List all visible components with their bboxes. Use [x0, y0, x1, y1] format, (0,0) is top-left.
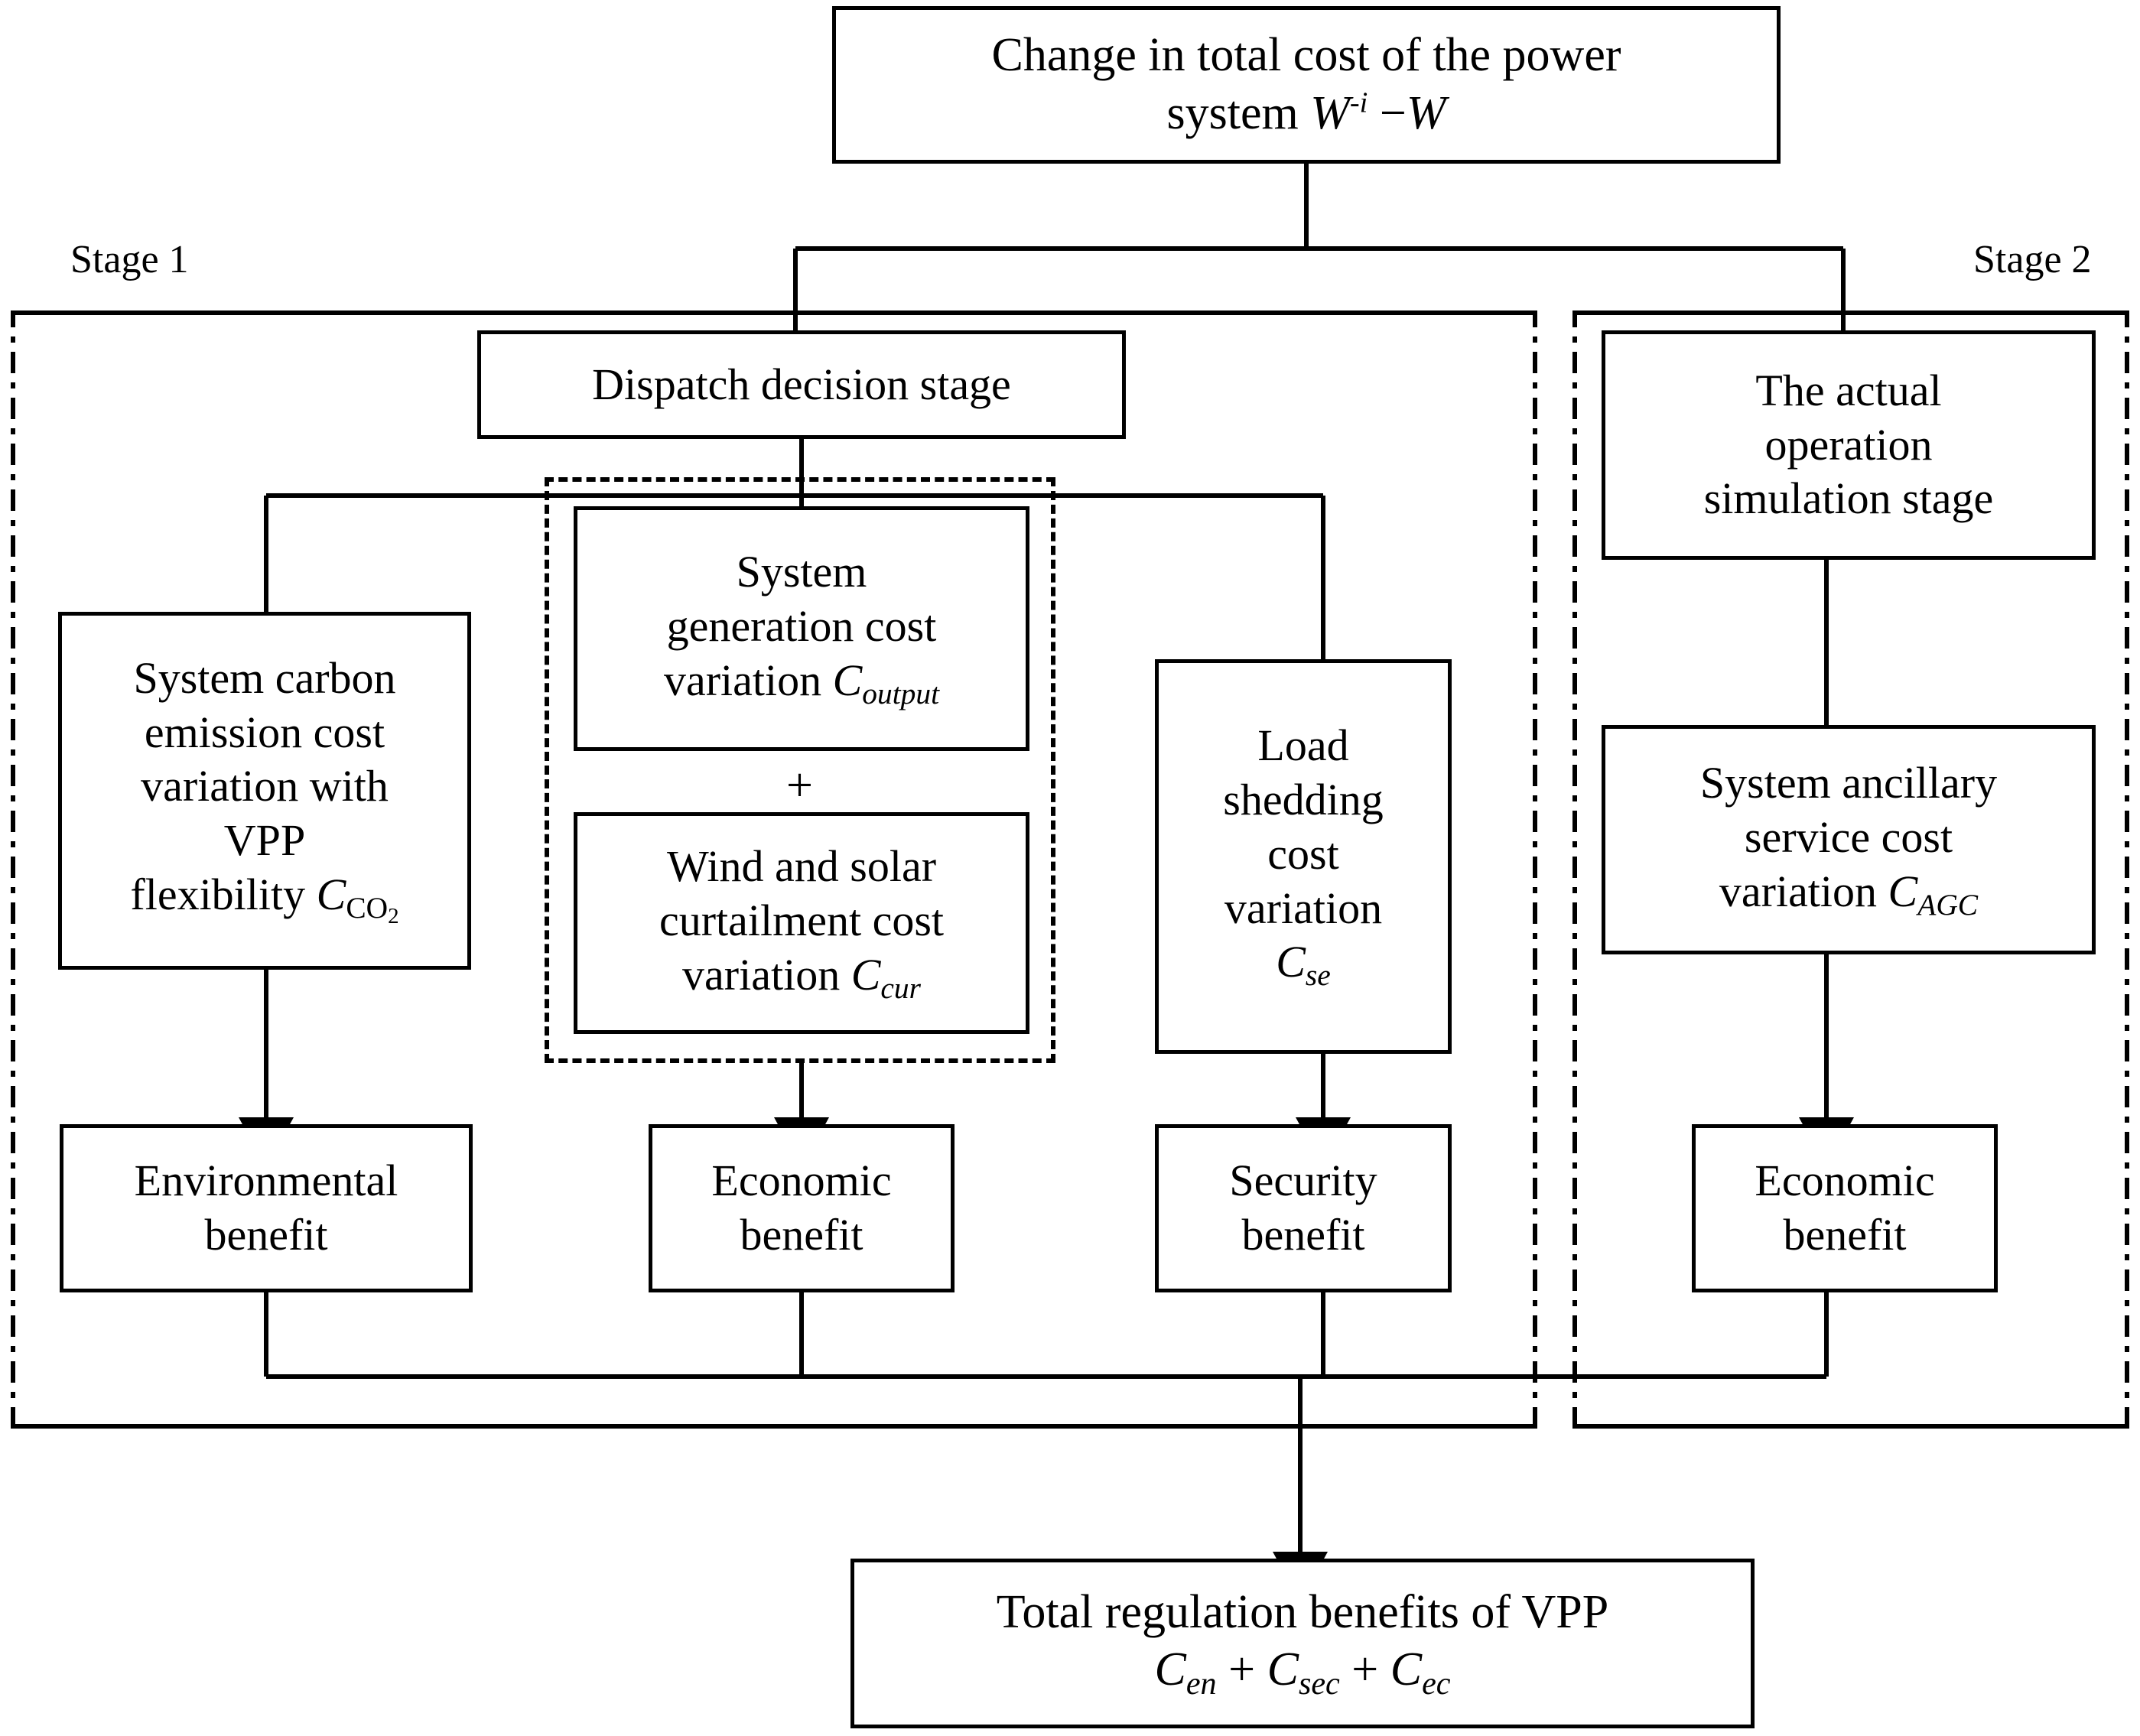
carbon-emission-cost-box: System carbon emission cost variation wi…: [58, 612, 471, 970]
wind-solar-curtailment-cost-box: Wind and solar curtailment cost variatio…: [574, 812, 1029, 1034]
actual-operation-simulation-stage-box: The actual operation simulation stage: [1602, 330, 2096, 560]
dispatch-cost-group-dashed-container: [545, 477, 1055, 1063]
actual-operation-label: The actual operation simulation stage: [1703, 365, 1994, 524]
security-benefit-box: Security benefit: [1155, 1124, 1452, 1292]
environmental-benefit-box: Environmental benefit: [60, 1124, 473, 1292]
plus-operator: +: [786, 759, 813, 811]
ancillary-service-label: System ancillary service cost variation …: [1699, 758, 1998, 922]
stage-2-label: Stage 2: [1973, 238, 2092, 281]
dispatch-decision-stage-box: Dispatch decision stage: [477, 330, 1126, 439]
title-text: Change in total cost of the power system…: [991, 29, 1621, 139]
economic-benefit-stage1-label: Economic benefit: [711, 1156, 892, 1260]
system-generation-cost-box: System generation cost variation Coutput: [574, 506, 1029, 751]
carbon-emission-label: System carbon emission cost variation wi…: [130, 652, 399, 928]
system-ancillary-service-cost-box: System ancillary service cost variation …: [1602, 725, 2096, 954]
economic-benefit-stage1-box: Economic benefit: [649, 1124, 955, 1292]
curtailment-cost-label: Wind and solar curtailment cost variatio…: [659, 841, 945, 1005]
environmental-benefit-label: Environmental benefit: [134, 1156, 398, 1260]
total-regulation-benefits-label: Total regulation benefits of VPP Cen + C…: [996, 1585, 1609, 1702]
economic-benefit-stage2-box: Economic benefit: [1692, 1124, 1998, 1292]
security-benefit-label: Security benefit: [1229, 1156, 1377, 1260]
title-box: Change in total cost of the power system…: [832, 6, 1781, 164]
dispatch-label: Dispatch decision stage: [592, 359, 1011, 409]
stage-1-label: Stage 1: [70, 238, 189, 281]
load-shedding-label: Load shedding cost variation Cse: [1223, 720, 1384, 993]
total-regulation-benefits-box: Total regulation benefits of VPP Cen + C…: [850, 1559, 1755, 1728]
economic-benefit-stage2-label: Economic benefit: [1755, 1156, 1935, 1260]
generation-cost-label: System generation cost variation Coutput: [663, 547, 940, 710]
load-shedding-cost-box: Load shedding cost variation Cse: [1155, 659, 1452, 1054]
